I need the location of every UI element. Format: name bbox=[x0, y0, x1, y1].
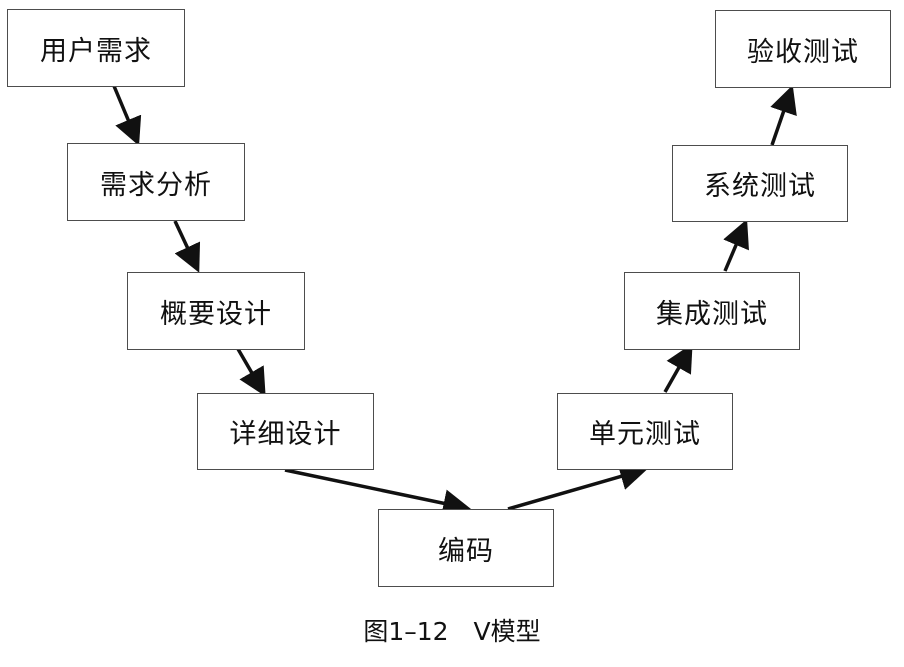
arrow-requirement-analysis-to-high-level-design bbox=[173, 220, 201, 273]
node-user-requirements: 用户需求 bbox=[7, 9, 185, 87]
node-requirement-analysis: 需求分析 bbox=[67, 143, 245, 221]
arrow-detailed-design-to-coding bbox=[284, 468, 472, 518]
arrow-unit-testing-to-integration-testing bbox=[663, 343, 693, 393]
arrow-coding-to-unit-testing bbox=[507, 462, 649, 511]
node-high-level-design: 概要设计 bbox=[127, 272, 305, 350]
node-acceptance-testing: 验收测试 bbox=[715, 10, 891, 88]
node-detailed-design: 详细设计 bbox=[197, 393, 374, 470]
node-unit-testing: 单元测试 bbox=[557, 393, 733, 470]
node-coding: 编码 bbox=[378, 509, 554, 587]
node-system-testing: 系统测试 bbox=[672, 145, 848, 222]
arrow-user-requirements-to-requirement-analysis bbox=[112, 85, 142, 146]
arrow-high-level-design-to-detailed-design bbox=[236, 348, 266, 397]
figure-caption: 图1–12 V模型 bbox=[363, 617, 541, 646]
node-integration-testing: 集成测试 bbox=[624, 272, 800, 350]
arrow-system-testing-to-acceptance-testing bbox=[770, 85, 797, 146]
arrow-integration-testing-to-system-testing bbox=[723, 219, 749, 272]
